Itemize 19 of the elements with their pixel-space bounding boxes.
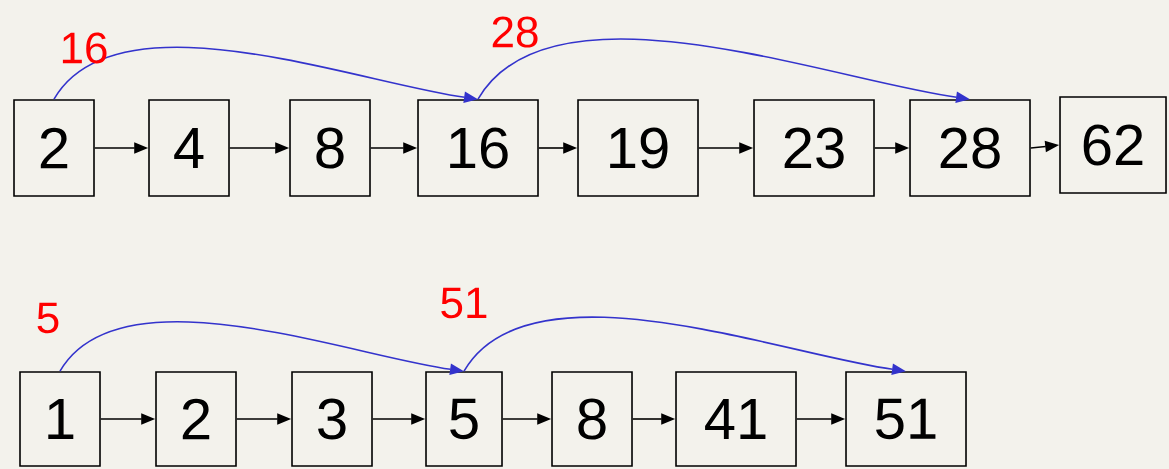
number-box: 19 bbox=[577, 99, 699, 197]
number-box: 8 bbox=[551, 371, 633, 467]
edge-label: 28 bbox=[492, 16, 538, 48]
number-box: 51 bbox=[845, 371, 967, 467]
number-box: 8 bbox=[289, 99, 371, 197]
edge-label: 16 bbox=[62, 32, 107, 64]
number-box: 41 bbox=[675, 371, 797, 467]
edge-label: 5 bbox=[37, 302, 59, 334]
number-box: 2 bbox=[155, 371, 237, 467]
number-box: 2 bbox=[13, 99, 95, 197]
edge-label: 51 bbox=[441, 287, 487, 319]
number-box: 3 bbox=[291, 371, 373, 467]
number-box: 62 bbox=[1059, 96, 1167, 194]
number-box: 16 bbox=[417, 99, 539, 197]
number-box: 1 bbox=[19, 371, 101, 467]
number-box: 23 bbox=[753, 99, 875, 197]
number-box: 4 bbox=[148, 99, 230, 197]
number-box: 5 bbox=[425, 371, 503, 467]
number-box: 28 bbox=[909, 99, 1031, 197]
